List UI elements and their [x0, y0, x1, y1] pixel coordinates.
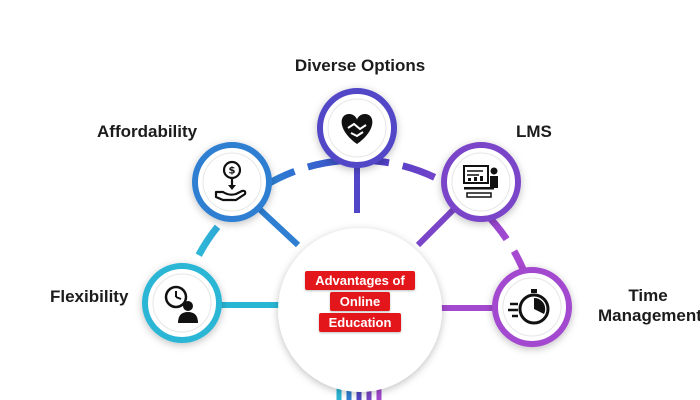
spoke-affordability — [252, 202, 301, 248]
label-time-line-2: Management — [598, 306, 700, 325]
center-title: Advantages of Online Education — [0, 270, 700, 333]
handshake-heart-icon — [341, 114, 373, 144]
label-flexibility: Flexibility — [50, 287, 129, 306]
hand-coin-icon: $ — [214, 160, 247, 202]
label-time-line-1: Time — [628, 286, 668, 305]
label-lms: LMS — [516, 122, 552, 141]
label-affordability: Affordability — [97, 122, 198, 141]
center-title-line-3: Education — [318, 313, 402, 332]
center-title-line-2: Online — [329, 292, 391, 311]
clock-person-icon — [164, 285, 198, 323]
svg-text:$: $ — [229, 166, 236, 177]
classroom-board-icon — [463, 165, 498, 198]
label-diverse-options: Diverse Options — [294, 56, 426, 75]
label-time-management: Time Management — [598, 286, 700, 326]
center-title-line-1: Advantages of — [305, 271, 415, 290]
spoke-lms — [415, 202, 461, 248]
stopwatch-icon — [508, 289, 550, 325]
